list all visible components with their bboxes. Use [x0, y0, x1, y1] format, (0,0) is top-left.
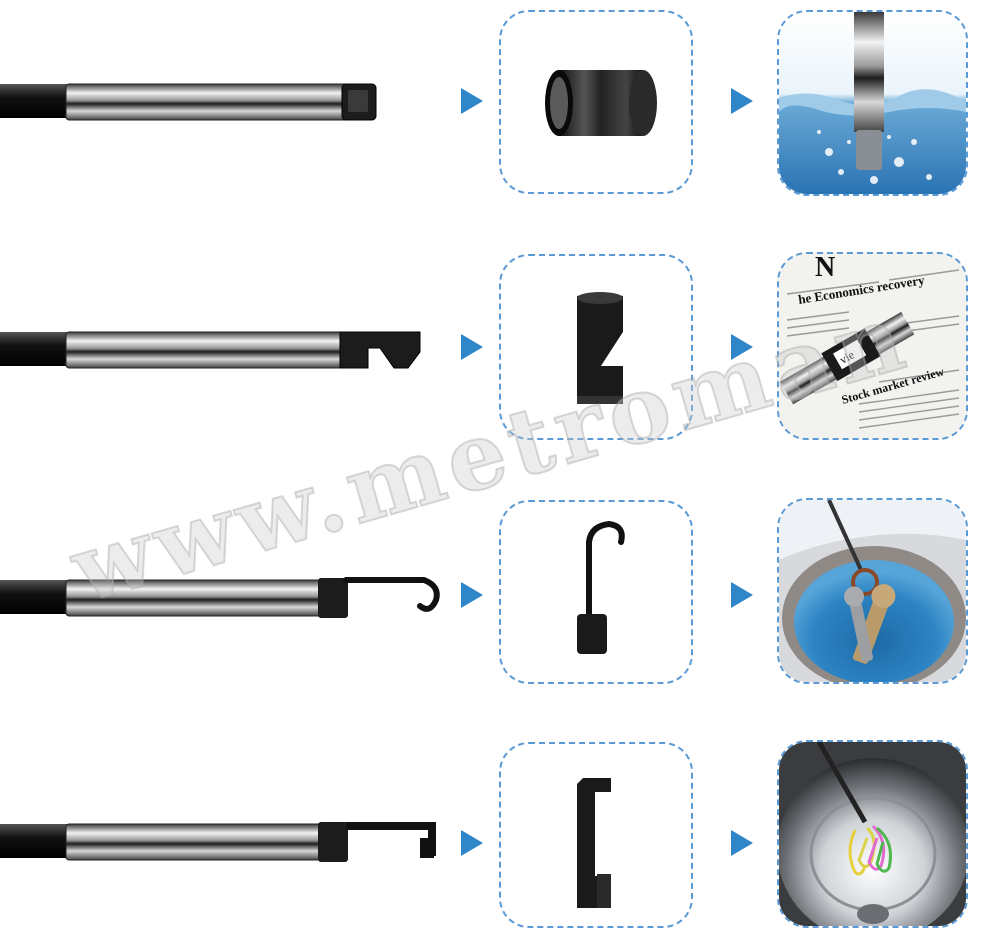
- row-4: [0, 740, 1000, 940]
- mirror-clip-icon: [577, 292, 623, 404]
- arrow-icon: [461, 582, 483, 608]
- photo-newspaper: N he Economics recovery Stock market rev…: [777, 252, 968, 440]
- endoscope-probe-3: [0, 577, 440, 618]
- arrow-icon: [461, 334, 483, 360]
- row-2: N he Economics recovery Stock market rev…: [0, 248, 1000, 448]
- arrow-icon: [731, 88, 753, 114]
- arrow-icon: [461, 830, 483, 856]
- c-hook-icon: [577, 778, 611, 908]
- mirror-text: vie: [837, 347, 857, 366]
- arrow-icon: [461, 88, 483, 114]
- photo-underwater: [777, 10, 968, 196]
- hook-icon: [577, 520, 625, 654]
- row-1: [0, 0, 1000, 200]
- attachment-box-mirror-clip: [499, 254, 693, 440]
- photo-paperclips-in-drum: [777, 740, 968, 928]
- ring-cap-icon: [545, 70, 657, 136]
- photo-keys-in-well: [777, 498, 968, 684]
- endoscope-probe-1: [0, 83, 377, 121]
- endoscope-probe-2: [0, 331, 421, 369]
- attachment-box-magnet-ring: [499, 10, 693, 194]
- arrow-icon: [731, 830, 753, 856]
- endoscope-probe-4: [0, 822, 436, 862]
- row-3: [0, 496, 1000, 696]
- arrow-icon: [731, 582, 753, 608]
- newspaper-headline-letter: N: [815, 254, 835, 283]
- attachment-box-hook: [499, 500, 693, 684]
- arrow-icon: [731, 334, 753, 360]
- attachment-box-c-hook: [499, 742, 693, 928]
